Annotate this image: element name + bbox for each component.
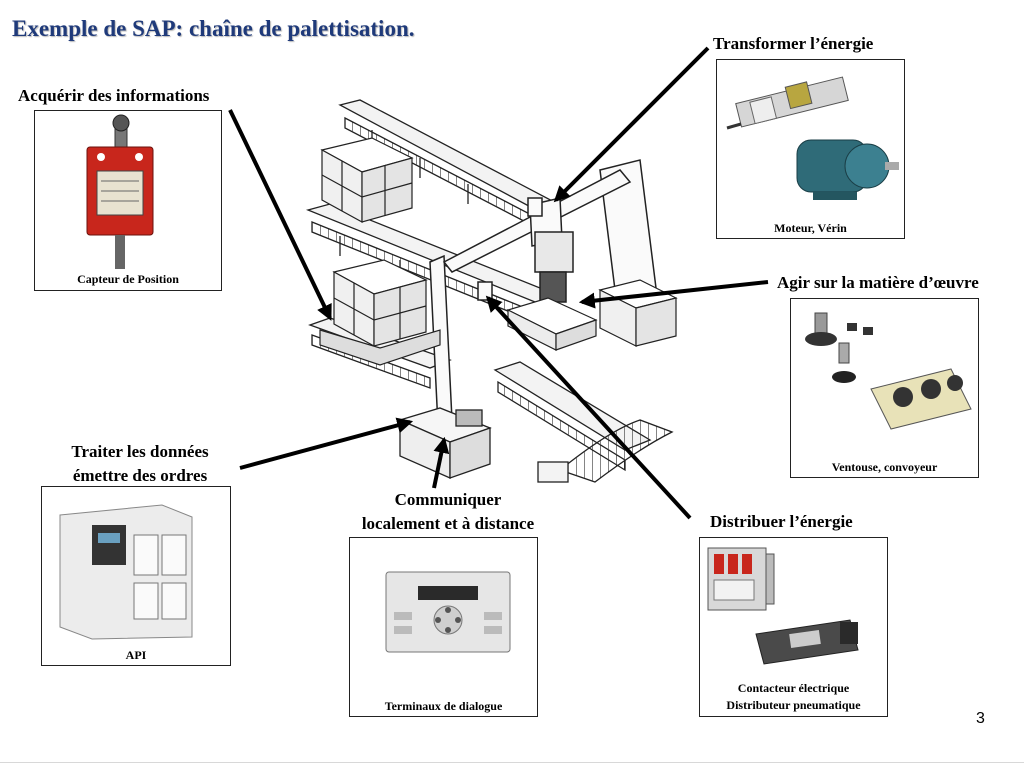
caption-distribuer-2: Distributeur pneumatique	[726, 698, 861, 712]
pallet-loads	[319, 137, 678, 366]
plc-image	[59, 504, 193, 640]
arrow-distribuer	[485, 295, 692, 520]
arrow-communiquer	[432, 436, 450, 489]
page-number: 3	[976, 710, 985, 727]
position-sensor-image	[86, 114, 154, 269]
bottom-divider	[0, 762, 1024, 763]
caption-agir: Ventouse, convoyeur	[831, 460, 938, 474]
motor-cylinder-image	[726, 76, 899, 200]
contactor-valve-image	[707, 547, 859, 665]
exit-conveyor	[537, 419, 674, 483]
heading-distribuer: Distribuer l’énergie	[710, 512, 853, 531]
dialogue-terminal-image	[385, 571, 511, 653]
agir-box: Ventouse, convoyeur	[790, 298, 979, 478]
suction-cup-conveyor-image	[805, 312, 972, 430]
acquerir-box: Capteur de Position	[34, 110, 222, 291]
page-title: Exemple de SAP: chaîne de palettisation.	[12, 16, 415, 41]
function-arrows	[228, 46, 769, 520]
heading-acquerir: Acquérir des informations	[18, 86, 210, 105]
traiter-box: API	[41, 486, 231, 666]
heading-traiter: Traiter les données émettre des ordres	[71, 442, 209, 485]
caption-communiquer: Terminaux de dialogue	[384, 699, 503, 713]
distribuer-box: Contacteur électrique Distributeur pneum…	[699, 537, 888, 717]
caption-traiter: API	[125, 648, 147, 662]
arrow-traiter	[239, 417, 414, 470]
communiquer-box: Terminaux de dialogue	[349, 537, 538, 717]
arrow-agir	[578, 280, 769, 309]
arrow-acquerir	[228, 109, 332, 321]
caption-transformer: Moteur, Vérin	[774, 221, 847, 235]
heading-transformer: Transformer l’énergie	[713, 34, 874, 53]
transformer-box: Moteur, Vérin	[716, 59, 905, 239]
caption-acquerir: Capteur de Position	[77, 272, 179, 286]
arrow-transformer	[553, 46, 710, 203]
heading-agir: Agir sur la matière d’œuvre	[777, 273, 979, 292]
caption-distribuer-1: Contacteur électrique	[737, 681, 850, 695]
heading-communiquer: Communiquer localement et à distance	[361, 490, 535, 533]
